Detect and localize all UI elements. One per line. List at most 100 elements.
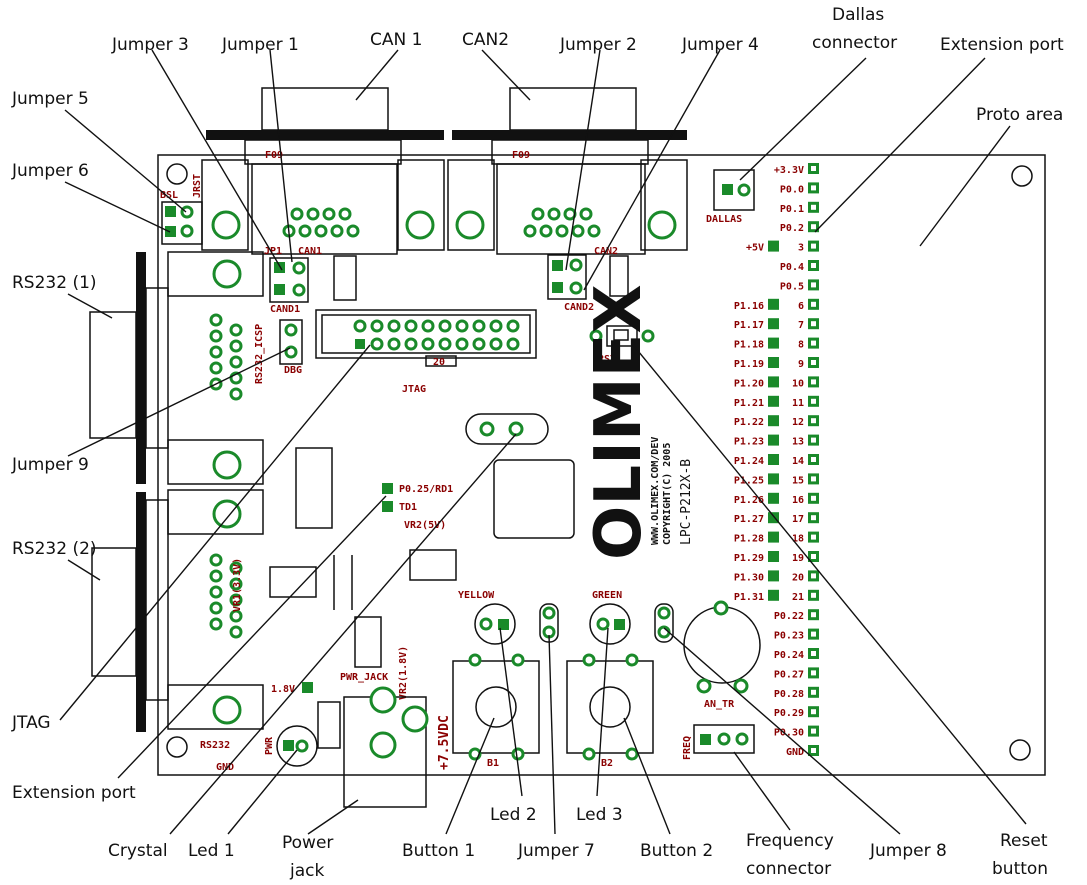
ext-port-pin-left [768,473,779,485]
label-jumper-8: Jumper 8 [869,841,947,861]
button-1: B1 [452,653,540,769]
label-jumper-2: Jumper 2 [559,35,637,55]
f09-label: F09 [512,150,530,161]
ext-port-pin-hole [811,592,816,598]
label-power-2: jack [289,861,324,881]
ext-port-pin-hole [811,554,816,559]
ext-port-label-left: P1.31 [734,592,764,603]
ext-port-label-left: P1.23 [734,437,764,448]
jtag-pin [421,337,435,351]
ext-port-pin-left [768,376,779,388]
vr2b-silk: VR2(1.8V) [398,646,409,700]
ext-port-label: 6 [798,301,804,312]
ext-port-pin-left [768,551,779,562]
ext-port-label: GND [786,747,804,758]
ext-port-label: P0.5 [780,281,804,292]
ext-port-pin-left [768,357,779,368]
jrst-silk: JRST [192,174,203,198]
board-name-silk: LPC-P212X-B [679,459,694,545]
ext-port-label: 16 [792,495,804,506]
jtag-pin [438,319,452,333]
ext-port-label: P0.1 [780,204,804,215]
ext-port-label: P0.22 [774,611,804,622]
ext-port-label: P0.23 [774,631,804,642]
mounting-hole [1009,739,1031,761]
jumper-1-3: JP1 CAN1 CAND1 [264,246,322,315]
label-jumper-9: Jumper 9 [11,455,89,475]
ext-port-label: P0.2 [780,223,804,234]
ext-port-pin-hole [811,573,816,579]
f09-label: F09 [265,150,283,161]
ext-port-label-left: P1.26 [734,495,764,506]
jtag-pin [404,337,418,351]
ext-port-pin-hole [811,457,816,462]
ext-port-label-left: P1.24 [734,456,764,467]
label-jumper-3: Jumper 3 [111,35,189,55]
ext-port-pin-left [768,337,779,349]
dallas-connector: DALLAS [706,169,755,225]
label-crystal: Crystal [108,841,168,861]
label-dallas-1: Dallas [832,5,884,25]
ext-port-pin-hole [811,534,816,540]
jtag-silk: JTAG [402,384,426,395]
ext-port-label: 17 [792,514,804,525]
can2-connector: F09 [447,87,688,255]
ext-port-label: P0.0 [780,184,804,195]
ext-port-label: 7 [798,320,804,331]
ext-port-label: 8 [798,340,804,351]
ext-port-pin-left [768,492,779,504]
td1-silk: TD1 [399,502,417,513]
power-led: PWR GND [216,725,318,773]
ext-port-label: 9 [798,359,804,370]
ext-port-label-left: P1.27 [734,514,764,525]
ext-port-label-left: P1.25 [734,475,764,486]
freq-silk: FREQ [682,736,693,760]
ext-port-label: +3.3V [774,165,804,176]
jtag-pin [421,319,435,333]
can-extension-port: P0.25/RD1 TD1 VR2(5V) [382,483,453,531]
ext-port-pin-hole [811,728,816,734]
jtag-pin [455,319,469,333]
frequency-connector: FREQ [682,724,755,760]
callout-labels: Jumper 3 Jumper 1 CAN 1 CAN2 Jumper 2 Ju… [11,5,1064,881]
ext-port-label: 18 [792,534,804,545]
ext-port-pin-hole [811,282,816,288]
power-jack: PWR_JACK +7.5VDC [340,672,452,808]
board-outline [157,154,1046,776]
label-jumper-5: Jumper 5 [11,89,89,109]
ext-port-label: 13 [792,437,804,448]
jtag-pin [370,319,384,333]
label-frequency-2: connector [746,859,831,879]
ext-port-pin-hole [811,651,816,656]
vr1-regulator [269,566,317,598]
ext-port-label: 11 [792,398,804,409]
mounting-hole [166,736,188,758]
an-tr-silk: AN_TR [704,699,735,710]
label-button-2: Button 2 [640,841,713,861]
b1-silk: B1 [487,758,499,769]
ext-port-pin-left [768,434,779,446]
jtag-pin [506,319,520,333]
bsl-silk: BSL [160,190,178,201]
ext-port-pin-hole [811,631,816,637]
vr2-silk: VR2(5V) [404,520,446,531]
regulator [409,549,457,581]
ext-port-label: 3 [798,243,804,254]
ext-port-pin-hole [811,340,816,346]
can1-pins [282,207,360,238]
yellow-led: YELLOW [458,590,516,645]
ext-port-pin-hole [811,263,816,268]
ext-port-pin-hole [811,709,816,715]
label-extension-port-bottom: Extension port [12,783,136,803]
ext-port-pin-hole [811,437,816,443]
jumper-9: DBG RS232_ICSP [254,319,303,384]
ext-port-label-left: P1.17 [734,320,764,331]
rs232-1-connector [89,251,264,485]
ext-port-pin-hole [811,612,816,618]
cand2-silk: CAND2 [564,302,594,313]
ext-port-pin-left [768,531,779,543]
jtag-pin [489,337,503,351]
ext-port-label: P0.28 [774,689,804,700]
label-reset-2: button [992,859,1048,879]
yellow-silk: YELLOW [458,590,495,601]
